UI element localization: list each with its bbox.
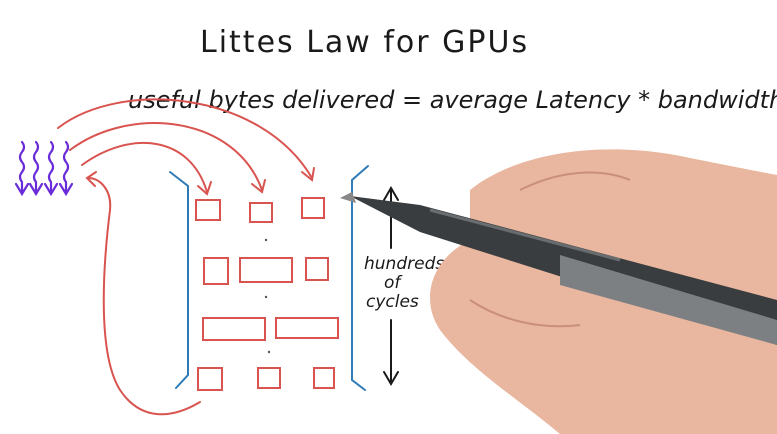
memory-block — [313, 367, 335, 389]
annotation-cycles: cycles — [366, 292, 419, 312]
memory-block — [203, 257, 229, 285]
memory-block — [197, 367, 223, 391]
memory-block — [275, 317, 339, 339]
memory-dots — [264, 238, 271, 354]
title: Littes Law for GPUs — [200, 25, 529, 60]
memory-blocks — [195, 197, 339, 391]
memory-block — [305, 257, 329, 281]
annotation-hundreds: hundreds — [364, 254, 444, 274]
memory-block — [257, 367, 281, 389]
memory-block — [239, 257, 293, 283]
memory-block — [301, 197, 325, 219]
latency-arrow — [383, 186, 399, 386]
thread-arrows — [14, 140, 74, 197]
memory-block — [249, 202, 273, 223]
memory-block — [202, 317, 266, 341]
hand-with-pen — [340, 149, 777, 434]
memory-brackets — [169, 165, 369, 391]
request-arrows — [57, 98, 315, 416]
memory-block — [195, 199, 221, 221]
equation: useful bytes delivered = average Latency… — [128, 86, 777, 114]
annotation-of: of — [384, 273, 403, 293]
